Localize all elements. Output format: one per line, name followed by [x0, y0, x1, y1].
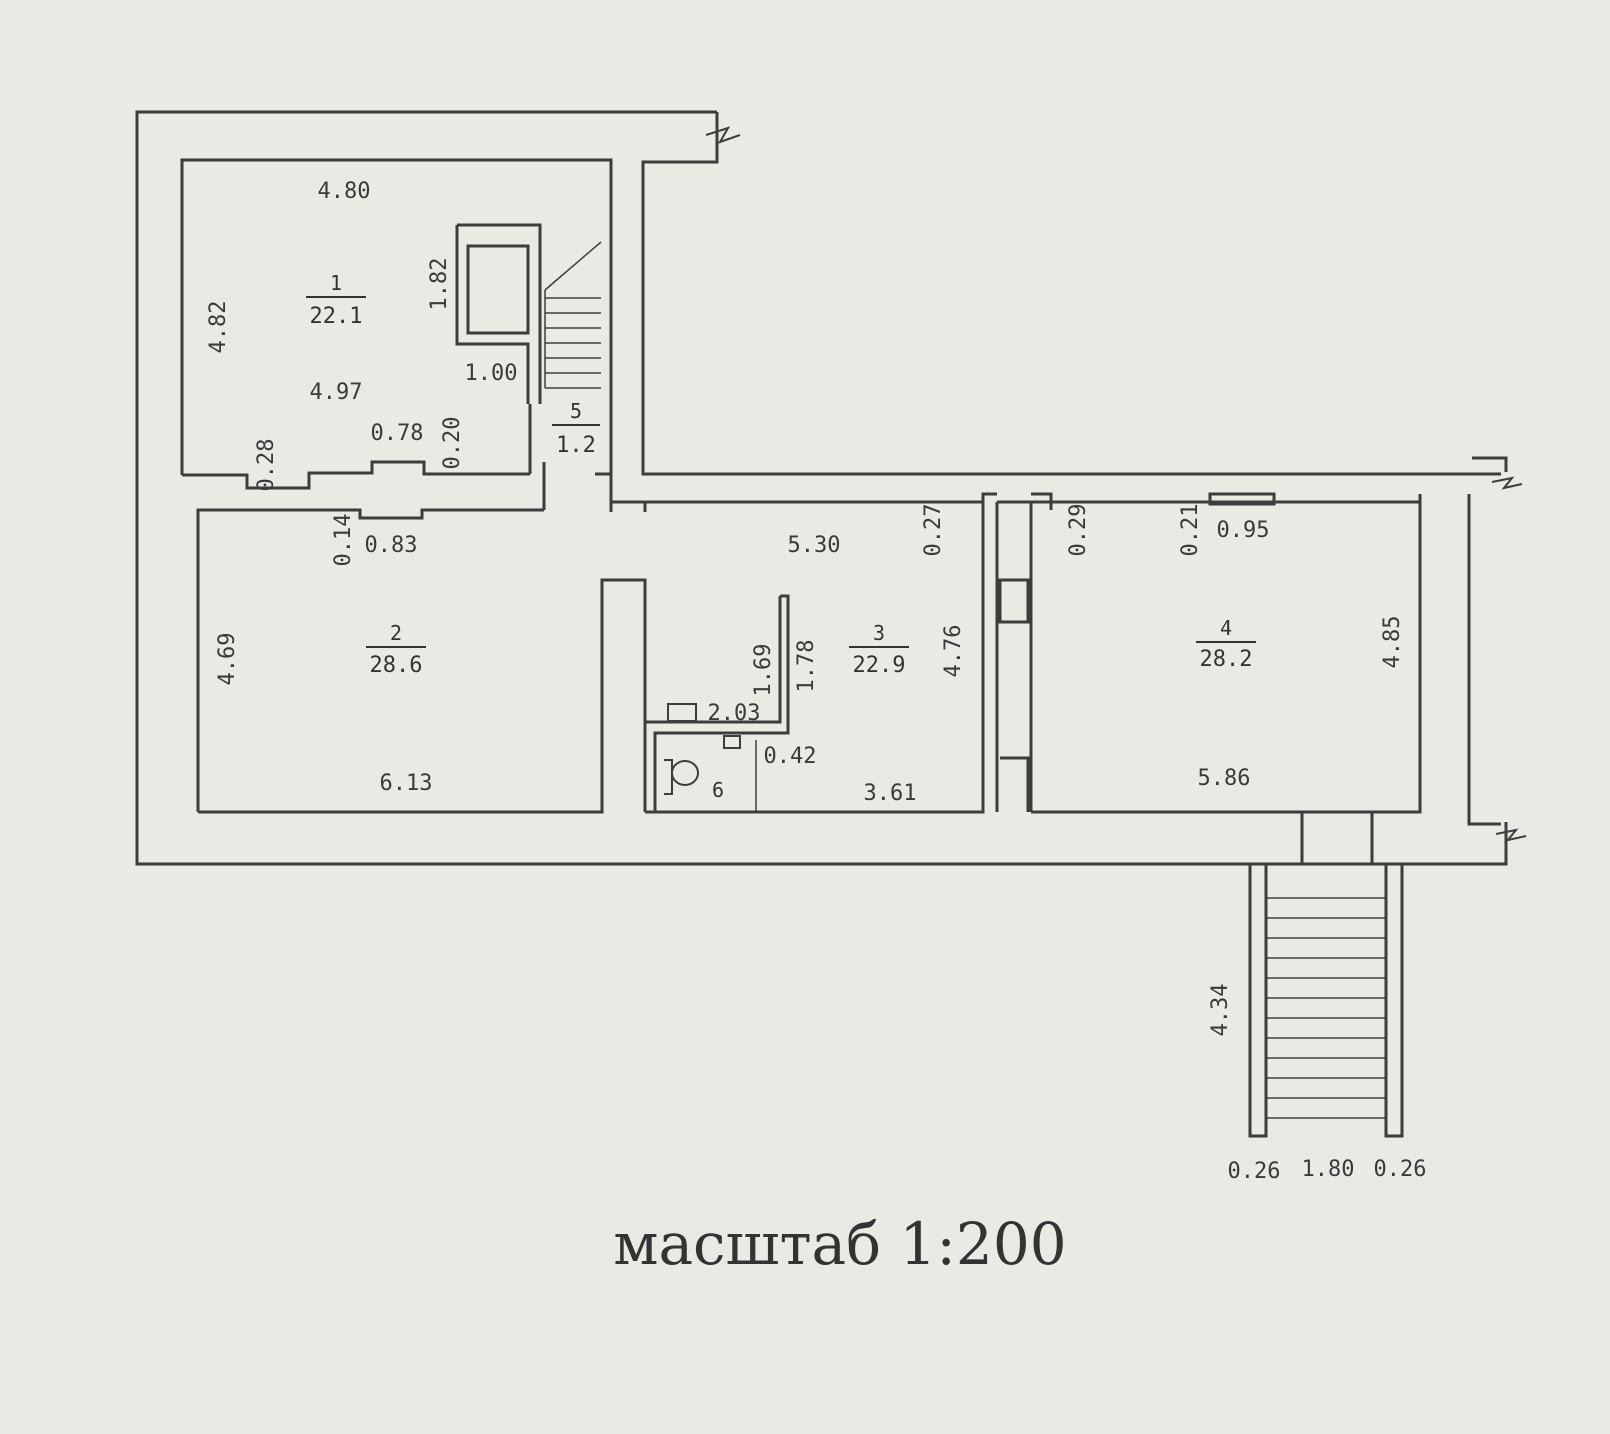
dim-r3-bottom: 3.61 — [864, 781, 917, 806]
room-2-number: 2 — [390, 621, 402, 645]
dim-r4-niche-a: 0.29 — [1066, 504, 1091, 557]
dim-stair-width: 1.80 — [1302, 1157, 1355, 1182]
stair-well-room-1 — [455, 223, 542, 404]
dim-r3-niche-depth: 0.27 — [921, 504, 946, 557]
entrance-opening — [1300, 812, 1374, 864]
room-4-walls — [1031, 492, 1422, 814]
room-1-number: 1 — [330, 271, 342, 295]
exterior-stair-steps — [1266, 897, 1386, 1119]
dim-r2-opening-width: 0.83 — [365, 533, 418, 558]
room-5-area: 1.2 — [556, 433, 596, 458]
dim-stair-wall-right: 0.26 — [1374, 1157, 1427, 1182]
room-5-number: 5 — [570, 399, 582, 423]
dim-r4-opening-width: 0.95 — [1217, 518, 1270, 543]
dim-r3-wc-width: 2.03 — [708, 701, 761, 726]
room-4-area: 28.2 — [1200, 647, 1253, 672]
dim-stair-length: 4.34 — [1208, 984, 1233, 1037]
wall-3-4 — [981, 492, 1033, 812]
wc-bowl — [671, 760, 699, 786]
dim-r2-bottom: 6.13 — [380, 771, 433, 796]
dim-stair-wall-left: 0.26 — [1228, 1159, 1281, 1184]
room-4-number: 4 — [1220, 616, 1232, 640]
exterior-stair-walls — [1248, 864, 1404, 1138]
dim-r2-niche-depth: 0.14 — [331, 514, 356, 567]
room-1-area: 22.1 — [310, 304, 363, 329]
dim-r3-right: 4.76 — [941, 625, 966, 678]
break-mark — [705, 126, 741, 144]
dim-r3-partition-b: 1.78 — [794, 640, 819, 693]
room-3-number: 3 — [873, 621, 885, 645]
dim-r4-niche-b: 0.21 — [1178, 504, 1203, 557]
dim-r3-wc-depth: 0.42 — [764, 744, 817, 769]
dim-r1-left: 4.82 — [206, 301, 231, 354]
stair-room-1 — [544, 241, 602, 389]
room-2-walls — [196, 508, 647, 814]
room-3-area: 22.9 — [853, 653, 906, 678]
dim-r1-bottom: 4.97 — [310, 380, 363, 405]
dim-r4-right: 4.85 — [1380, 616, 1405, 669]
dim-r4-bottom: 5.86 — [1198, 766, 1251, 791]
dim-r3-top: 5.30 — [788, 533, 841, 558]
dim-r1-opening-depth: 0.20 — [440, 417, 465, 470]
dim-r1-top: 4.80 — [318, 179, 371, 204]
dim-r2-left: 4.69 — [215, 633, 240, 686]
dim-r3-partition-a: 1.69 — [751, 644, 776, 697]
dim-r1-stair-width: 1.00 — [465, 361, 518, 386]
room-3-walls — [645, 500, 985, 814]
dim-r1-niche-depth: 0.28 — [254, 439, 279, 492]
dim-r1-opening-width: 0.78 — [371, 421, 424, 446]
room-5-walls — [528, 404, 647, 512]
scale-caption: масштаб 1:200 — [613, 1210, 1067, 1278]
outer-wall — [135, 110, 1508, 866]
room-6-number: 6 — [712, 778, 724, 802]
outer-wall-inner — [641, 112, 1501, 826]
break-mark — [1495, 828, 1527, 842]
dim-r1-stair-height: 1.82 — [427, 258, 452, 311]
room-2-area: 28.6 — [370, 653, 423, 678]
break-mark — [1491, 476, 1523, 490]
